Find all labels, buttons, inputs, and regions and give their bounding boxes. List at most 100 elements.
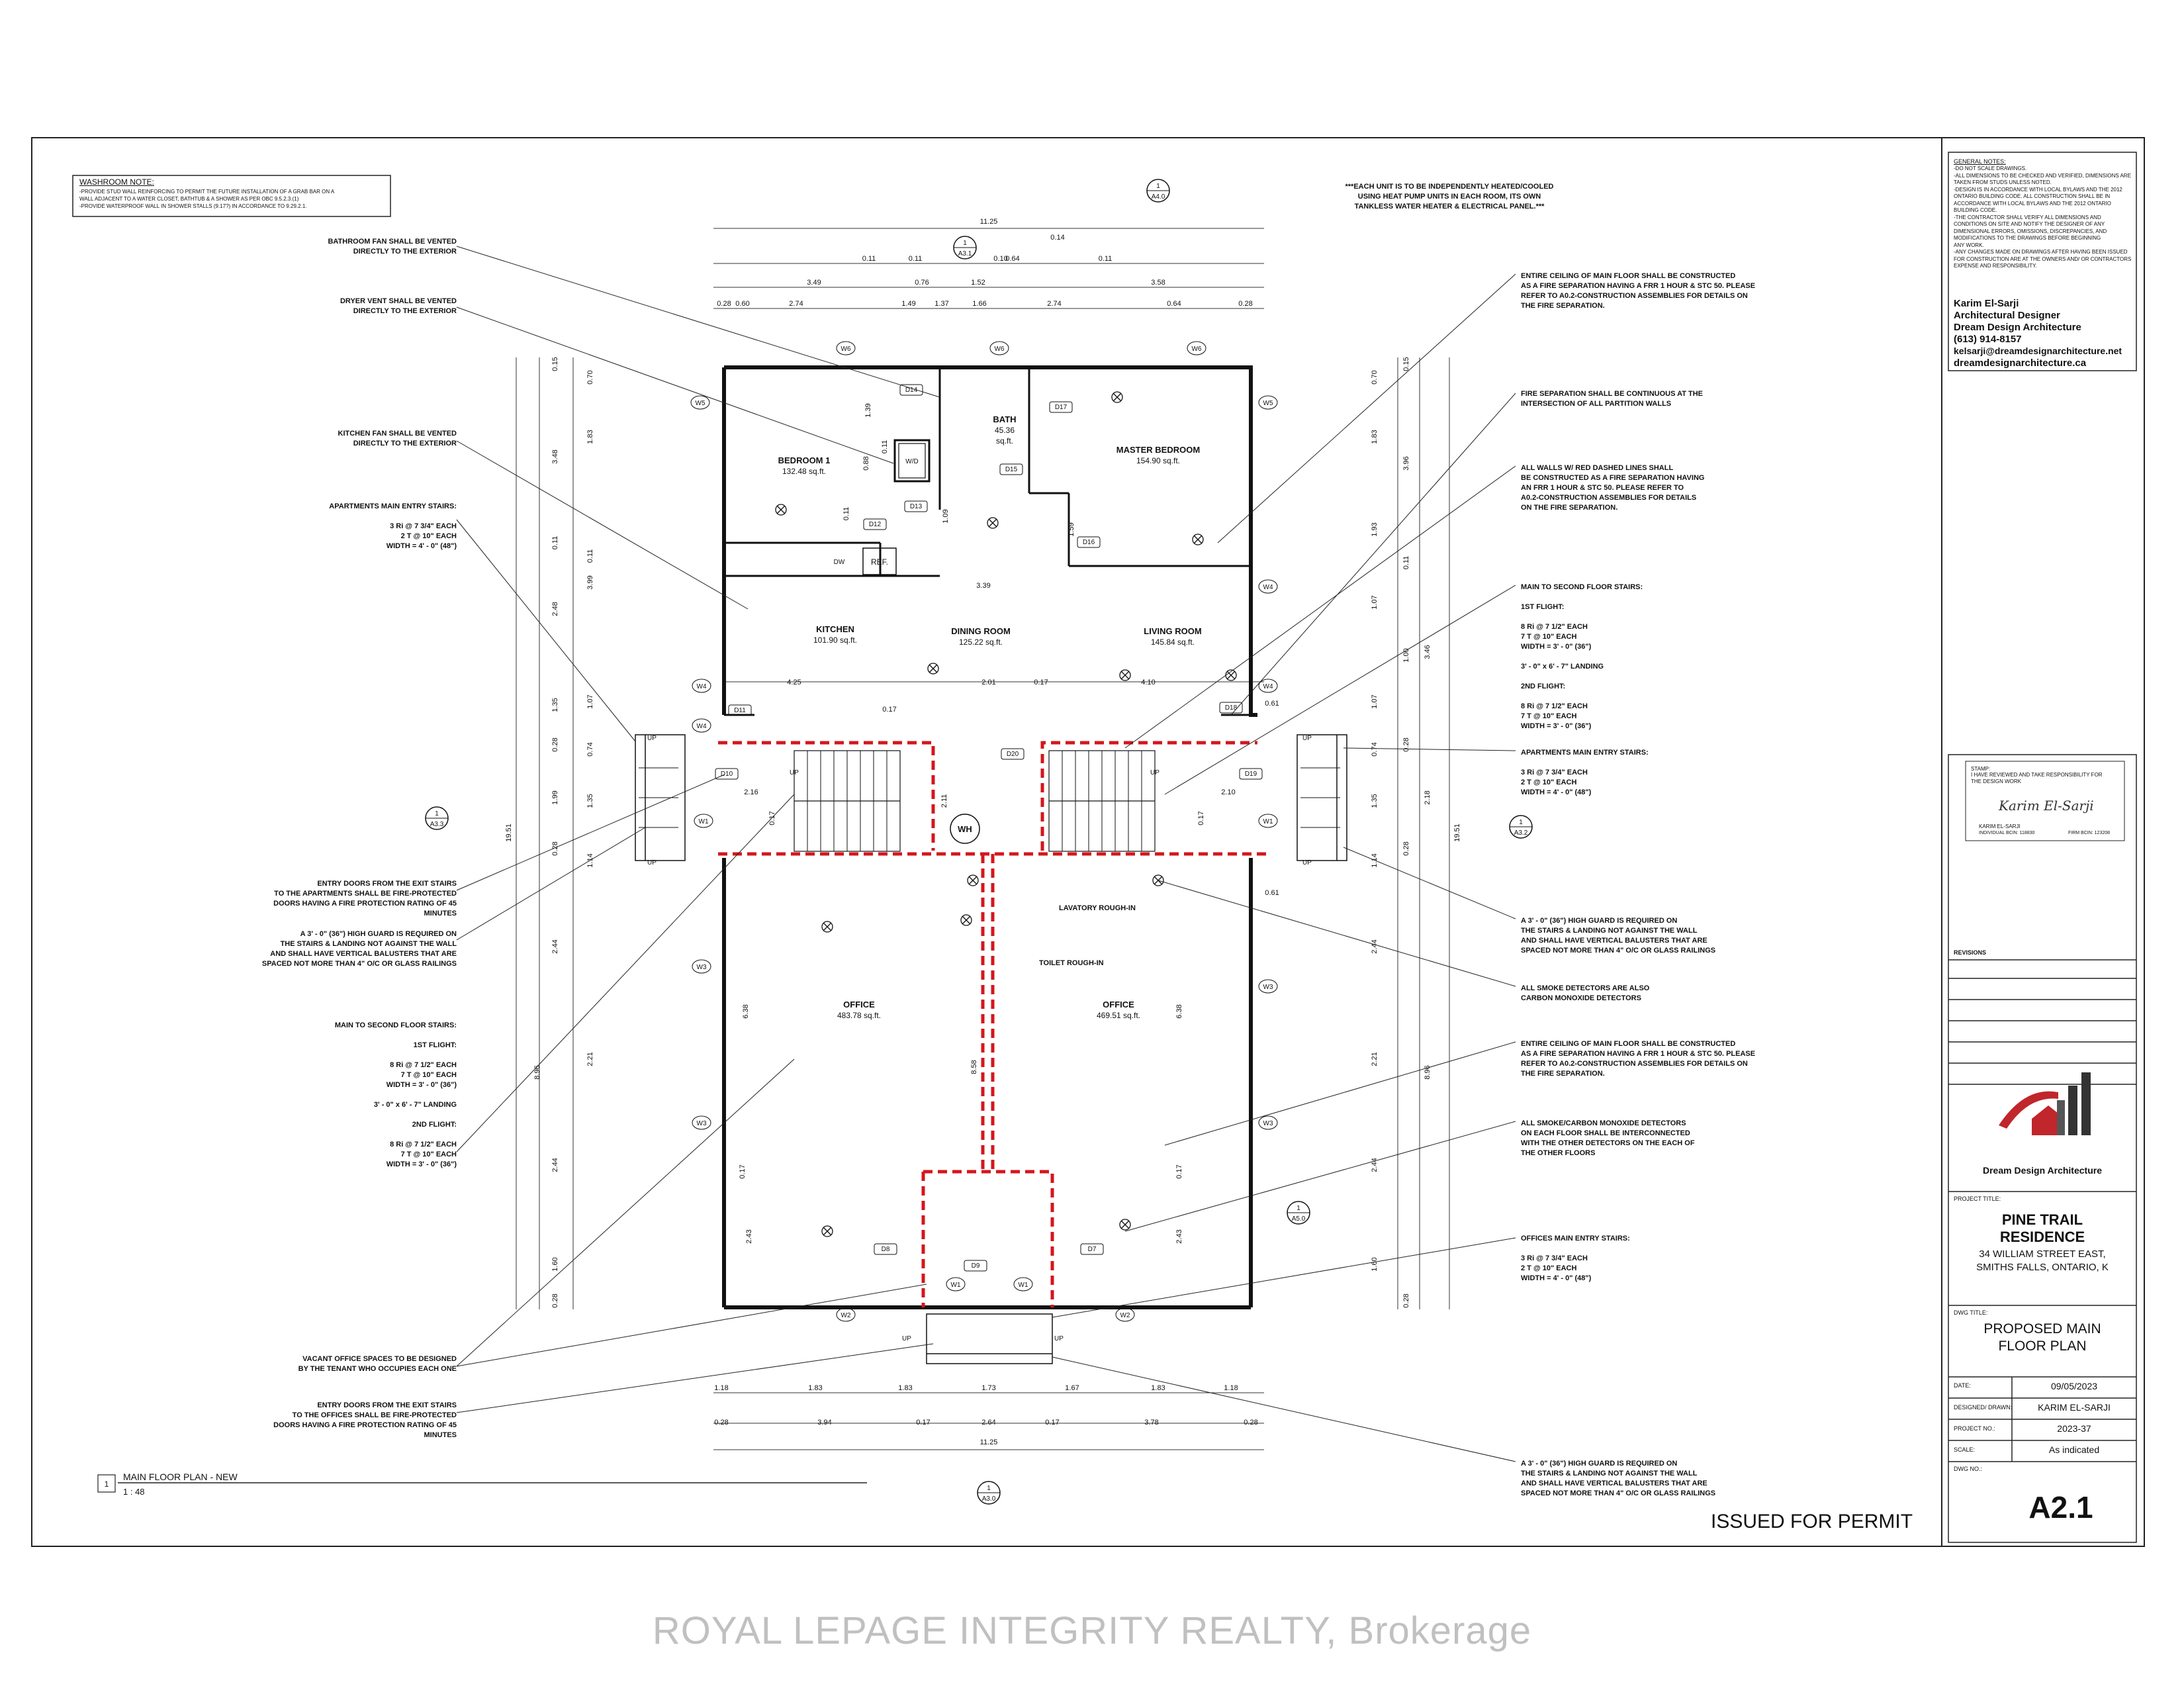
leader-line (1343, 847, 1516, 919)
right-note-1: ENTIRE CEILING OF MAIN FLOOR SHALL BE CO… (1521, 272, 1756, 310)
room-living-area: 145.84 sq.ft. (1151, 637, 1195, 647)
sheet-border (31, 137, 2145, 1547)
right-note-7: ALL SMOKE DETECTORS ARE ALSO CARBON MONO… (1521, 984, 1650, 1002)
leader-line (456, 1284, 927, 1367)
dim-left-col: 0.11 (551, 536, 559, 550)
left-note-2: DRYER VENT SHALL BE VENTED DIRECTLY TO T… (340, 297, 457, 315)
dim-left-col: 8.96 (533, 1065, 541, 1079)
room-office-left-area: 483.78 sq.ft. (837, 1011, 881, 1020)
stamp-firm-bcin: FIRM BCIN: 123208 (2068, 831, 2111, 835)
leader-line (1230, 393, 1516, 716)
leader-line (1343, 747, 1516, 751)
door-tag: D9 (972, 1262, 980, 1270)
left-note-1: BATHROOM FAN SHALL BE VENTED DIRECTLY TO… (328, 238, 457, 256)
dim-top-row: 1.66 (972, 300, 986, 308)
window-tag: W4 (697, 723, 707, 730)
right-note-11: A 3' - 0" (36") HIGH GUARD IS REQUIRED O… (1521, 1460, 1716, 1497)
interior-stairs (794, 750, 1156, 852)
right-note-3: ALL WALLS W/ RED DASHED LINES SHALL BE C… (1521, 464, 1705, 512)
designer-email[interactable]: kelsarji@dreamdesignarchitecture.net (1954, 346, 2122, 356)
designer-website[interactable]: dreamdesignarchitecture.ca (1954, 357, 2087, 369)
dim-left-col: 2.44 (551, 1158, 559, 1172)
window-tag: W3 (1263, 1120, 1273, 1127)
leader-line (1124, 465, 1516, 749)
water-heater-label: WH (958, 824, 972, 834)
dim-left-col: 1.35 (586, 794, 594, 808)
window-tag: W6 (841, 346, 851, 353)
section-mark-sheet: A3.3 (430, 821, 444, 828)
dim-interior: 2.16 (744, 788, 758, 796)
dim-bottom-row2: 2.64 (981, 1419, 995, 1427)
view-title: MAIN FLOOR PLAN - NEW (123, 1472, 238, 1482)
issued-for-permit: ISSUED FOR PERMIT (1711, 1511, 1913, 1532)
window-tag: W6 (995, 346, 1005, 353)
dim-interior: 3.39 (976, 582, 990, 590)
door-tag-box (1239, 768, 1263, 780)
leader-line (456, 1343, 934, 1413)
door-tag: D13 (910, 503, 923, 510)
smoke-detector-icon (967, 874, 979, 886)
dim-interior: 0.17 (739, 1164, 747, 1178)
fridge-box (862, 547, 897, 575)
right-note-10: OFFICES MAIN ENTRY STAIRS: 3 Ri @ 7 3/4"… (1521, 1235, 1630, 1282)
dim-interior: 6.38 (1175, 1004, 1183, 1018)
window-tag-ellipse (692, 679, 711, 693)
dim-left-col: 3.99 (586, 575, 594, 589)
left-note-8: VACANT OFFICE SPACES TO BE DESIGNED BY T… (298, 1355, 457, 1373)
fridge-label: REF. (871, 557, 888, 567)
dim-right-col: 1.93 (1371, 522, 1379, 536)
overall-width-top: 11.25 (980, 218, 998, 226)
dim-left-col: 1.83 (586, 430, 594, 444)
section-mark-number: 1 (987, 1485, 991, 1492)
designer-firm: Dream Design Architecture (1954, 322, 2081, 333)
dim-bottom-row: 1.18 (1224, 1384, 1238, 1392)
room-bedroom-1-name: BEDROOM 1 (778, 455, 831, 465)
room-master-bedroom-area: 154.90 sq.ft. (1136, 456, 1180, 465)
door-tag: D16 (1083, 539, 1095, 546)
room-bath-area: 45.36 (995, 426, 1015, 435)
window-tag-ellipse (1258, 979, 1278, 994)
window-tag-ellipse (1258, 679, 1278, 693)
project-number-label: PROJECT NO.: (1954, 1425, 1995, 1432)
dim-bottom-row: 1.18 (714, 1384, 728, 1392)
dim-interior: 1.59 (1068, 522, 1075, 536)
washer-dryer-label: W/D (905, 458, 918, 465)
dim-left-col: 0.28 (551, 737, 559, 751)
room-bath-unit: sq.ft. (996, 436, 1013, 445)
section-mark-sheet: A4.0 (1152, 193, 1165, 201)
dim-right-col: 0.28 (1402, 737, 1410, 751)
room-bedroom-1-area: 132.48 sq.ft. (782, 467, 826, 476)
date-label: DATE: (1954, 1382, 1971, 1389)
dim-interior: 0.17 (882, 706, 896, 714)
leader-line (456, 306, 894, 464)
dim-bottom-row: 1.83 (808, 1384, 822, 1392)
smoke-detector-icon (821, 921, 833, 933)
stamp-bcin: INDIVIDUAL BCIN: 118830 (1979, 831, 2035, 835)
drawing-title-line1: PROPOSED MAIN (1983, 1321, 2101, 1336)
leader-line (1124, 1121, 1516, 1232)
window-tag-ellipse (946, 1277, 966, 1291)
dim-top-small: 0.64 (1005, 255, 1019, 263)
dim-right-col: 3.46 (1424, 645, 1432, 659)
room-kitchen-area: 101.90 sq.ft. (813, 635, 857, 645)
dim-interior: 0.17 (1034, 679, 1048, 686)
dim-top-row: 0.64 (1167, 300, 1181, 308)
dim-interior: 6.38 (742, 1004, 750, 1018)
dim-left-col: 1.60 (551, 1257, 559, 1271)
dim-top-row: 2.74 (789, 300, 803, 308)
dim-bottom-row2: 3.94 (817, 1419, 831, 1427)
room-bath-name: BATH (993, 414, 1016, 424)
toilet-rough-in-label: TOILET ROUGH-IN (1039, 959, 1104, 967)
interior-walls (724, 367, 1251, 716)
dim-left-col: 0.28 (551, 841, 559, 855)
drawing-title-line2: FLOOR PLAN (1998, 1338, 2087, 1354)
project-name-line1: PINE TRAIL (2001, 1211, 2083, 1228)
section-mark-number: 1 (1519, 819, 1523, 826)
leader-line (456, 1058, 795, 1367)
smoke-detector-icon (1119, 669, 1131, 681)
dim-right-col: 0.15 (1402, 357, 1410, 371)
leader-line (456, 246, 940, 398)
scale-value: As indicated (2048, 1444, 2100, 1455)
